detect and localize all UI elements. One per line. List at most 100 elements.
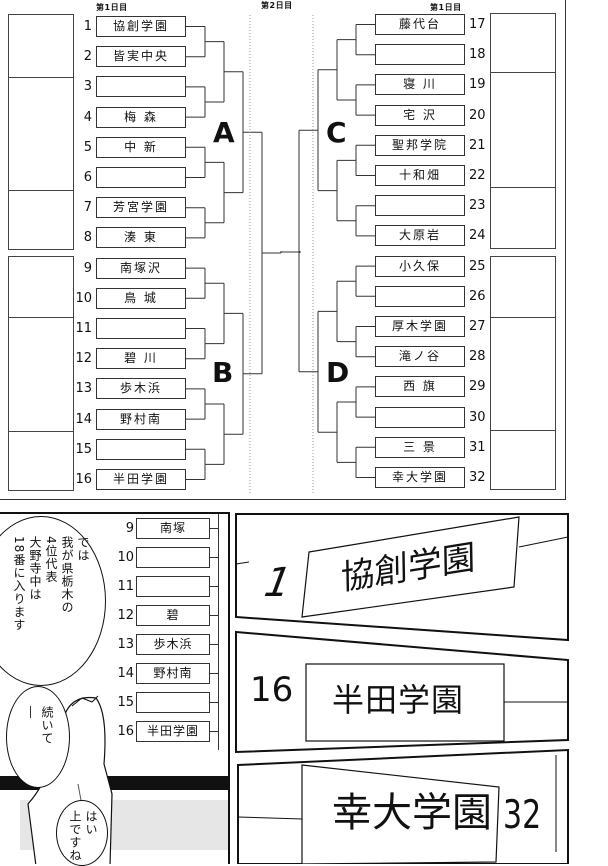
school-slot: 三 景 <box>375 436 465 458</box>
board-school-slot: 野村南 <box>136 663 210 684</box>
school-slot: 十和畑 <box>375 165 465 186</box>
board-slot-number: 16 <box>117 724 134 739</box>
speech-line: では <box>76 536 90 562</box>
slot-number: 22 <box>469 168 486 183</box>
speech-line: はい <box>84 810 98 836</box>
board-line <box>210 702 218 703</box>
slot-number: 12 <box>75 351 92 367</box>
day1-label-right: 第1日目 <box>430 3 462 12</box>
school-slot: 鳥 城 <box>96 287 186 309</box>
right-side-box <box>490 187 556 249</box>
slot-number: 24 <box>469 228 486 244</box>
slot-number: 15 <box>75 441 92 457</box>
board-line <box>210 731 218 732</box>
speech-line: 続いて <box>40 706 54 745</box>
school-slot: 皆実中央 <box>96 46 186 68</box>
slot-number: 7 <box>83 200 92 216</box>
school-slot: 滝ノ谷 <box>375 346 465 368</box>
slot-number: 26 <box>469 288 486 304</box>
school-slot <box>96 438 186 460</box>
closeup-3-plate <box>301 764 500 864</box>
school-slot <box>375 195 465 217</box>
slot-number: 20 <box>469 107 486 123</box>
school-slot: 西 旗 <box>375 376 465 398</box>
speech-line: 18番に入ります <box>12 536 26 632</box>
board-school-slot: 碧 <box>136 605 210 626</box>
slot-number: 6 <box>83 170 92 185</box>
board-school-slot <box>136 576 210 597</box>
board-school-slot: 歩木浜 <box>136 634 210 655</box>
left-side-box <box>8 431 74 491</box>
slot-number: 29 <box>469 379 486 395</box>
speech-line: 上ですね <box>68 810 82 862</box>
school-slot: 小久保 <box>375 255 465 277</box>
slot-number: 31 <box>469 439 486 455</box>
board-school-slot: 半田学園 <box>136 721 210 742</box>
slot-number: 4 <box>83 109 92 125</box>
closeup-2-number: 16 <box>250 670 294 710</box>
slot-number: 5 <box>83 139 92 155</box>
slot-number: 1 <box>83 19 92 34</box>
right-side-box <box>490 72 556 188</box>
closeup-2-plate <box>305 663 505 742</box>
left-side-box <box>8 256 74 318</box>
school-slot: 碧 川 <box>96 348 186 370</box>
school-slot: 聖邦学院 <box>375 134 465 156</box>
slot-number: 17 <box>469 17 486 32</box>
speech-text-reply: はい上ですね <box>64 810 98 862</box>
school-slot: 南塚沢 <box>96 257 186 279</box>
school-slot <box>375 406 465 428</box>
board-line <box>210 673 218 674</box>
board-line <box>210 615 218 616</box>
speech-bubble-main <box>0 516 106 686</box>
school-slot: 協創学園 <box>96 16 186 37</box>
slot-number: 21 <box>469 137 486 153</box>
slot-number: 3 <box>83 79 92 95</box>
school-slot <box>375 285 465 307</box>
slot-number: 23 <box>469 198 486 214</box>
board-slot-number: 11 <box>117 579 134 594</box>
closeup-2-school: 半田学園 <box>332 681 465 719</box>
school-slot: 藤代台 <box>375 14 465 35</box>
school-slot <box>375 44 465 66</box>
speech-line: 我が県栃木の <box>60 536 74 614</box>
day1-label-left: 第1日目 <box>96 3 128 12</box>
speech-text-next: 続いて― <box>22 706 54 776</box>
school-slot: 芳宮学園 <box>96 197 186 219</box>
slot-number: 28 <box>469 349 486 365</box>
board-slot-number: 14 <box>117 666 134 681</box>
board-line <box>210 644 218 645</box>
speech-line: 大野寺中は <box>28 536 42 601</box>
speech-bubble-next <box>6 686 70 788</box>
slot-number: 18 <box>469 47 486 63</box>
slot-number: 25 <box>469 258 486 274</box>
school-slot: 中 新 <box>96 136 186 158</box>
slot-number: 16 <box>75 472 92 487</box>
school-slot: 幸大学園 <box>375 467 465 488</box>
speech-line: ― <box>24 706 38 719</box>
board-slot-number: 9 <box>125 521 134 536</box>
block-label-b: B <box>212 356 234 389</box>
slot-number: 13 <box>75 381 92 397</box>
school-slot <box>96 318 186 339</box>
slot-number: 27 <box>469 319 486 334</box>
board-slot-number: 15 <box>117 695 134 710</box>
closeup-3-number: 32 <box>503 792 542 839</box>
school-slot: 野村南 <box>96 408 186 430</box>
left-side-box <box>8 77 74 191</box>
slot-number: 2 <box>83 49 92 65</box>
slot-number: 14 <box>75 411 92 427</box>
board-slot-number: 10 <box>117 550 134 565</box>
day2-label: 第2日目 <box>261 1 293 10</box>
right-side-box <box>490 430 556 490</box>
speech-line: 4位代表 <box>44 536 58 584</box>
board-line <box>210 586 218 587</box>
school-slot: 寝 川 <box>375 74 465 96</box>
slot-number: 11 <box>75 321 92 336</box>
school-slot: 梅 森 <box>96 106 186 128</box>
slot-number: 10 <box>75 290 92 306</box>
left-side-box <box>8 14 74 78</box>
